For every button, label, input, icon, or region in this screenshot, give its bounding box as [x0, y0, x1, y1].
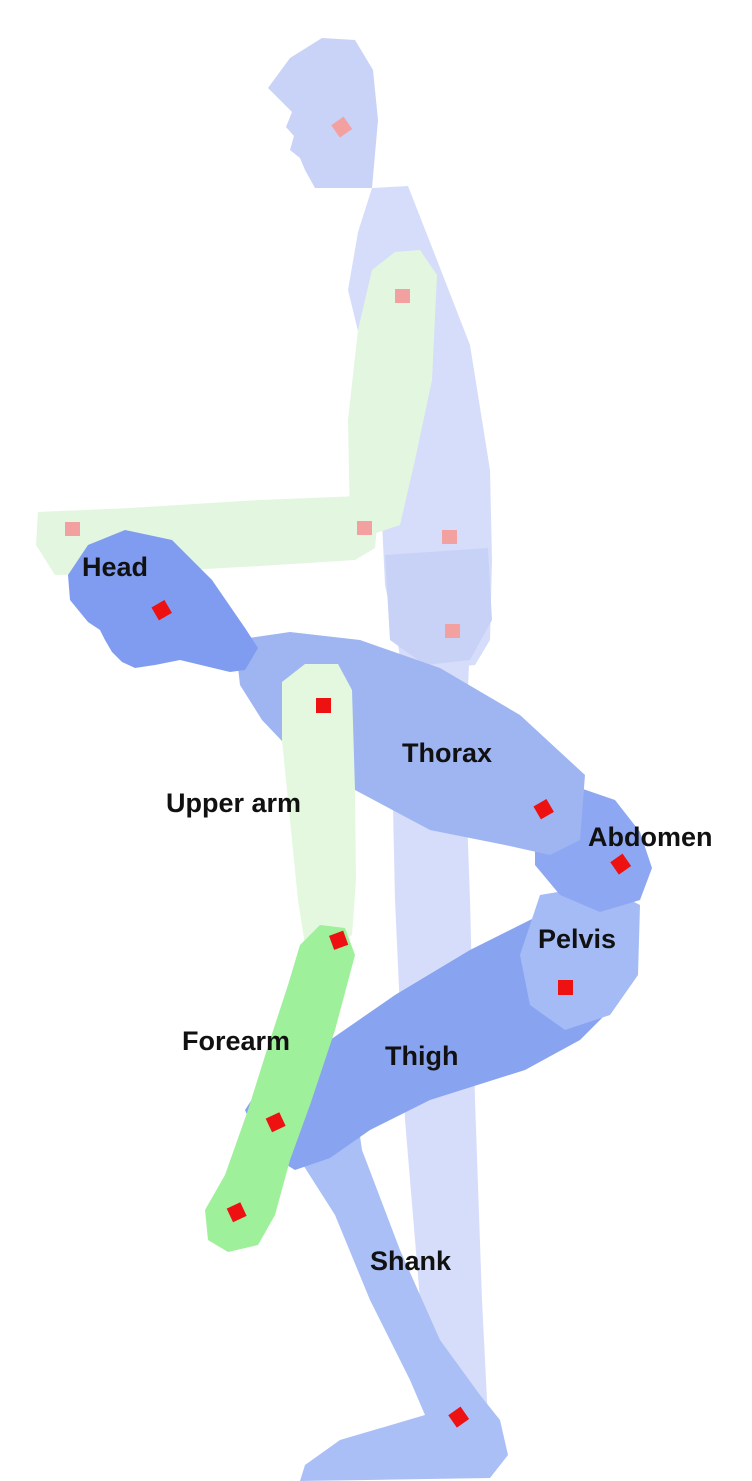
crouching-figure	[68, 530, 652, 1481]
marker-standing-hip	[445, 624, 460, 638]
marker-standing-shoulder	[395, 289, 410, 303]
label-abdomen: Abdomen	[588, 822, 713, 852]
label-thorax: Thorax	[402, 738, 492, 768]
crouch-pelvis	[520, 885, 640, 1030]
label-upper-arm: Upper arm	[166, 788, 301, 818]
standing-hip	[385, 548, 492, 665]
label-pelvis: Pelvis	[538, 924, 616, 954]
standing-head	[268, 38, 378, 188]
marker-crouch-pelvis	[558, 980, 573, 995]
marker-standing-hand	[65, 522, 80, 536]
label-head: Head	[82, 552, 148, 582]
marker-standing-trunk	[442, 530, 457, 544]
label-forearm: Forearm	[182, 1026, 290, 1056]
marker-standing-elbow	[357, 521, 372, 535]
label-shank: Shank	[370, 1246, 452, 1276]
label-thigh: Thigh	[385, 1041, 458, 1071]
marker-crouch-shoulder	[316, 698, 331, 713]
